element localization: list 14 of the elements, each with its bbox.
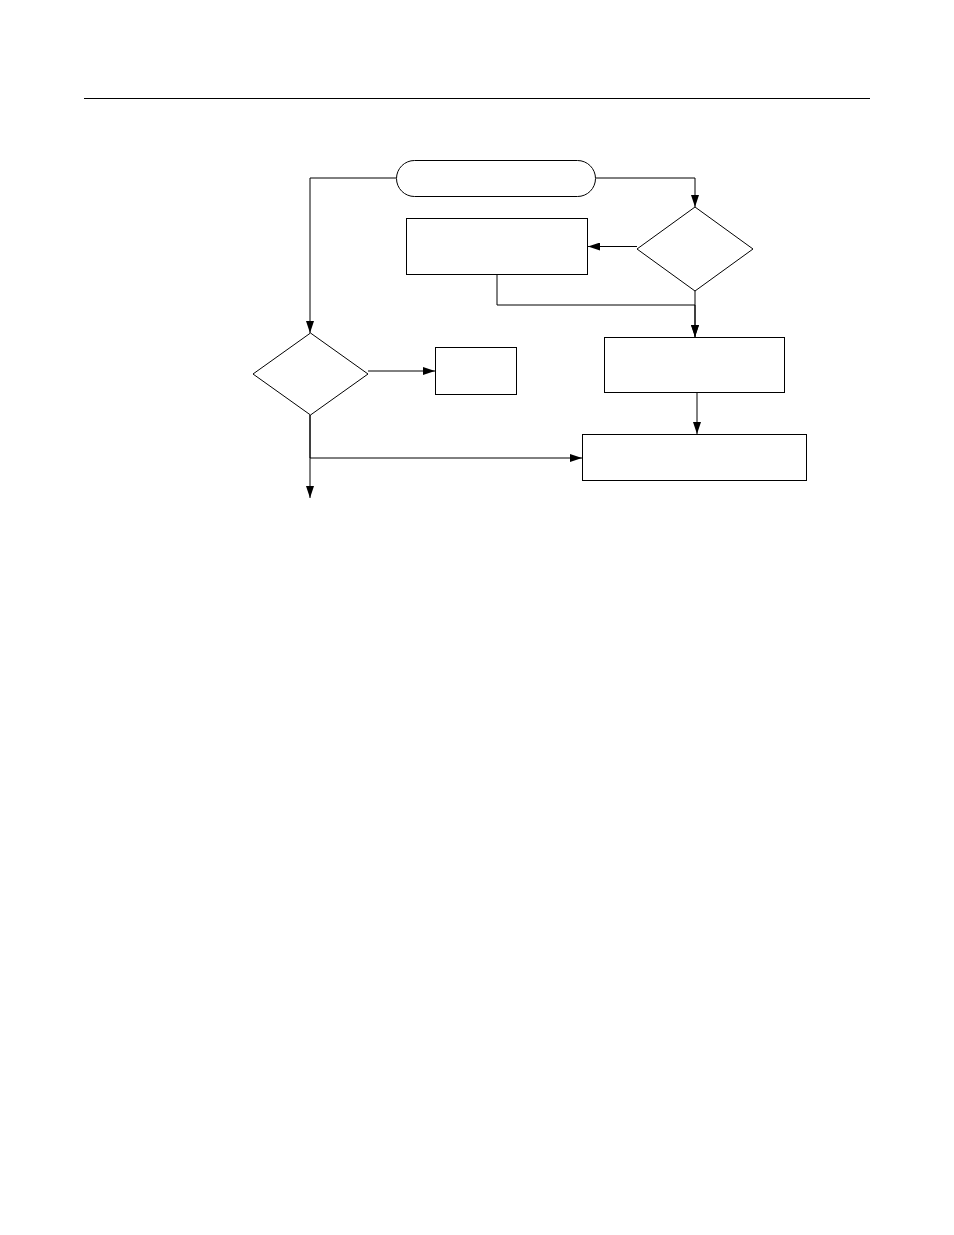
- terminal-shape: [396, 160, 596, 197]
- decision-diamond: [253, 333, 368, 415]
- arrow: [587, 242, 638, 251]
- process-box: [582, 434, 807, 481]
- process-box: [406, 218, 588, 275]
- arrow: [691, 290, 699, 338]
- arrow: [367, 367, 436, 375]
- decision-diamond: [637, 207, 753, 291]
- arrow: [595, 177, 699, 208]
- arrow: [693, 392, 701, 435]
- arrow: [306, 414, 314, 499]
- process-box: [435, 347, 517, 395]
- arrow: [306, 177, 397, 334]
- process-box: [604, 337, 785, 393]
